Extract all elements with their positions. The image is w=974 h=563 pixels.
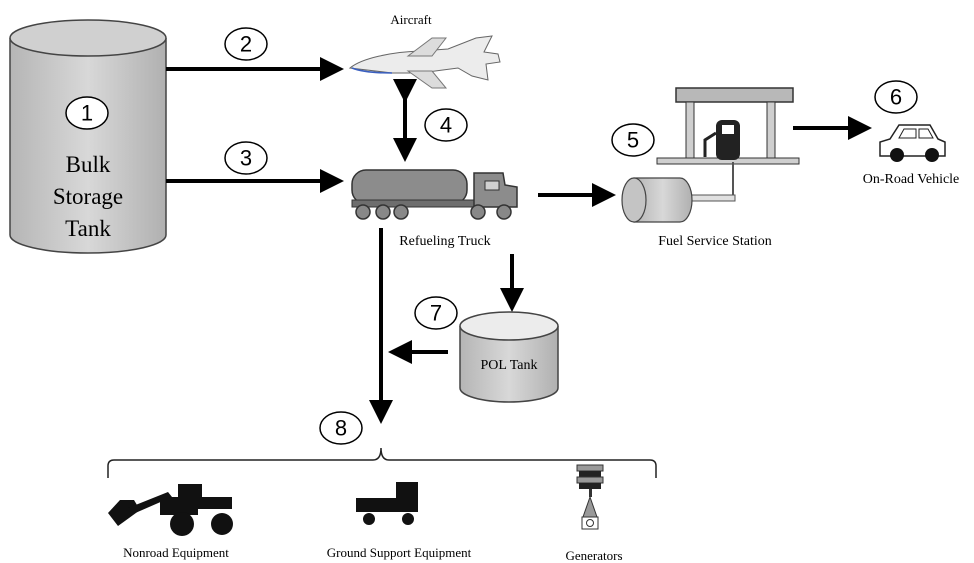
svg-text:8: 8 <box>335 416 347 441</box>
step-8-marker: 8 <box>319 411 363 445</box>
svg-text:2: 2 <box>240 32 252 57</box>
svg-text:6: 6 <box>890 85 902 110</box>
car-icon <box>879 124 946 162</box>
step-6-marker: 6 <box>874 80 918 114</box>
aircraft-icon <box>348 35 501 89</box>
ground-support-equipment-icon <box>356 482 418 525</box>
step-2-marker: 2 <box>224 27 268 61</box>
step-markers: 1 2 3 4 5 6 7 8 <box>65 27 918 445</box>
ground-support-equipment-label: Ground Support Equipment <box>327 545 472 560</box>
fuel-service-station-icon <box>621 87 800 223</box>
refueling-truck-label: Refueling Truck <box>399 234 490 249</box>
svg-text:1: 1 <box>81 101 93 126</box>
refueling-truck-icon <box>351 169 518 220</box>
pol-tank: POL Tank <box>459 311 559 403</box>
generator-icon <box>576 464 604 530</box>
nonroad-equipment-label: Nonroad Equipment <box>123 545 229 560</box>
step-4-marker: 4 <box>424 108 468 142</box>
generators-label: Generators <box>565 548 622 563</box>
svg-text:7: 7 <box>430 301 442 326</box>
aircraft-label: Aircraft <box>390 12 432 27</box>
tank-label-line-2: Storage <box>53 184 123 209</box>
svg-text:4: 4 <box>440 113 452 138</box>
step-5-marker: 5 <box>611 123 655 157</box>
step-1-marker: 1 <box>65 96 109 130</box>
fuel-service-station-label: Fuel Service Station <box>658 234 772 249</box>
tank-label-line-1: Bulk <box>66 152 111 177</box>
on-road-vehicle-label: On-Road Vehicle <box>863 172 960 187</box>
nonroad-equipment-icon <box>108 484 233 536</box>
tank-label-line-3: Tank <box>65 216 111 241</box>
step-3-marker: 3 <box>224 141 268 175</box>
bulk-storage-tank: Bulk Storage Tank <box>9 19 167 254</box>
svg-text:3: 3 <box>240 146 252 171</box>
pol-tank-label: POL Tank <box>481 358 538 373</box>
flow-arrows <box>166 57 872 424</box>
svg-text:5: 5 <box>627 128 639 153</box>
step-7-marker: 7 <box>414 296 458 330</box>
equipment-group-brace <box>107 447 657 478</box>
